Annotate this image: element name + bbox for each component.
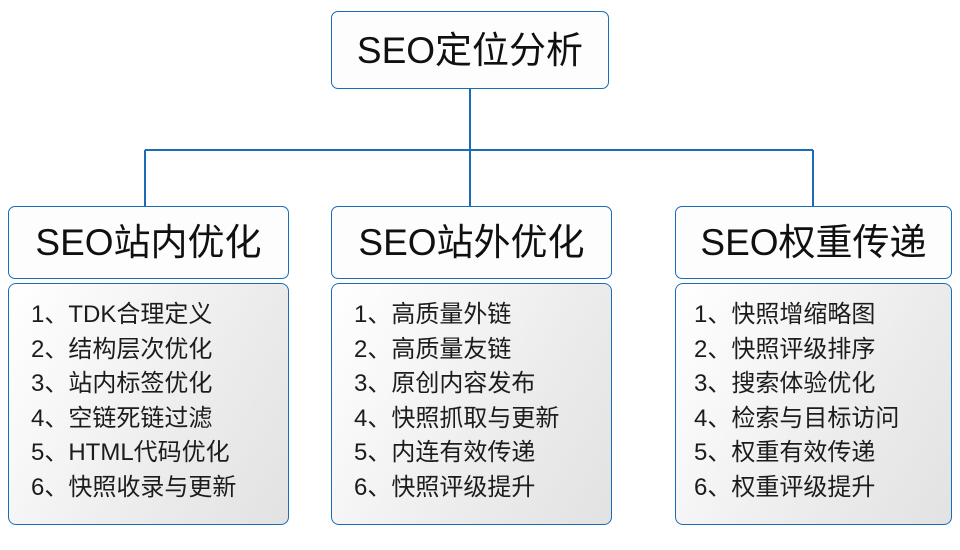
branch-header-1[interactable]: SEO站内优化 [8, 206, 289, 279]
list-item: 4、空链死链过滤 [31, 404, 213, 432]
list-item: 3、搜索体验优化 [694, 370, 876, 397]
list-item: 2、快照评级排序 [694, 335, 876, 363]
list-item: 2、结构层次优化 [31, 335, 213, 363]
list-item: 4、检索与目标访问 [694, 404, 900, 432]
list-item: 1、高质量外链 [354, 301, 512, 328]
branch-column-3: SEO权重传递 1、快照增缩略图 2、快照评级排序 3、搜索体验优化 4、检索与… [675, 206, 952, 525]
branch-header-1-label: SEO站内优化 [35, 222, 262, 263]
branch-list-2: 1、高质量外链 2、高质量友链 3、原创内容发布 4、快照抓取与更新 5、内连有… [331, 283, 612, 525]
list-item: 6、权重评级提升 [694, 473, 876, 501]
branch-list-1: 1、TDK合理定义 2、结构层次优化 3、站内标签优化 4、空链死链过滤 5、H… [8, 283, 289, 525]
list-item: 5、权重有效传递 [694, 439, 876, 466]
branch-header-3-label: SEO权重传递 [700, 222, 927, 263]
branch-column-1: SEO站内优化 1、TDK合理定义 2、结构层次优化 3、站内标签优化 4、空链… [8, 206, 289, 525]
branch-header-2[interactable]: SEO站外优化 [331, 206, 612, 279]
list-item: 4、快照抓取与更新 [354, 404, 560, 432]
list-item: 6、快照评级提升 [354, 473, 536, 501]
branch-header-3[interactable]: SEO权重传递 [675, 206, 952, 279]
root-node[interactable]: SEO定位分析 [331, 11, 609, 89]
list-item: 3、原创内容发布 [354, 370, 536, 397]
list-item: 5、HTML代码优化 [31, 439, 230, 466]
root-node-label: SEO定位分析 [356, 29, 584, 71]
list-item: 1、快照增缩略图 [694, 301, 876, 328]
list-item: 6、快照收录与更新 [31, 473, 237, 501]
branch-header-2-label: SEO站外优化 [358, 222, 585, 263]
list-item: 5、内连有效传递 [354, 439, 536, 466]
list-item: 2、高质量友链 [354, 335, 512, 363]
list-item: 3、站内标签优化 [31, 370, 213, 397]
branch-list-3: 1、快照增缩略图 2、快照评级排序 3、搜索体验优化 4、检索与目标访问 5、权… [675, 283, 952, 525]
branch-column-2: SEO站外优化 1、高质量外链 2、高质量友链 3、原创内容发布 4、快照抓取与… [331, 206, 612, 525]
list-item: 1、TDK合理定义 [31, 301, 213, 328]
